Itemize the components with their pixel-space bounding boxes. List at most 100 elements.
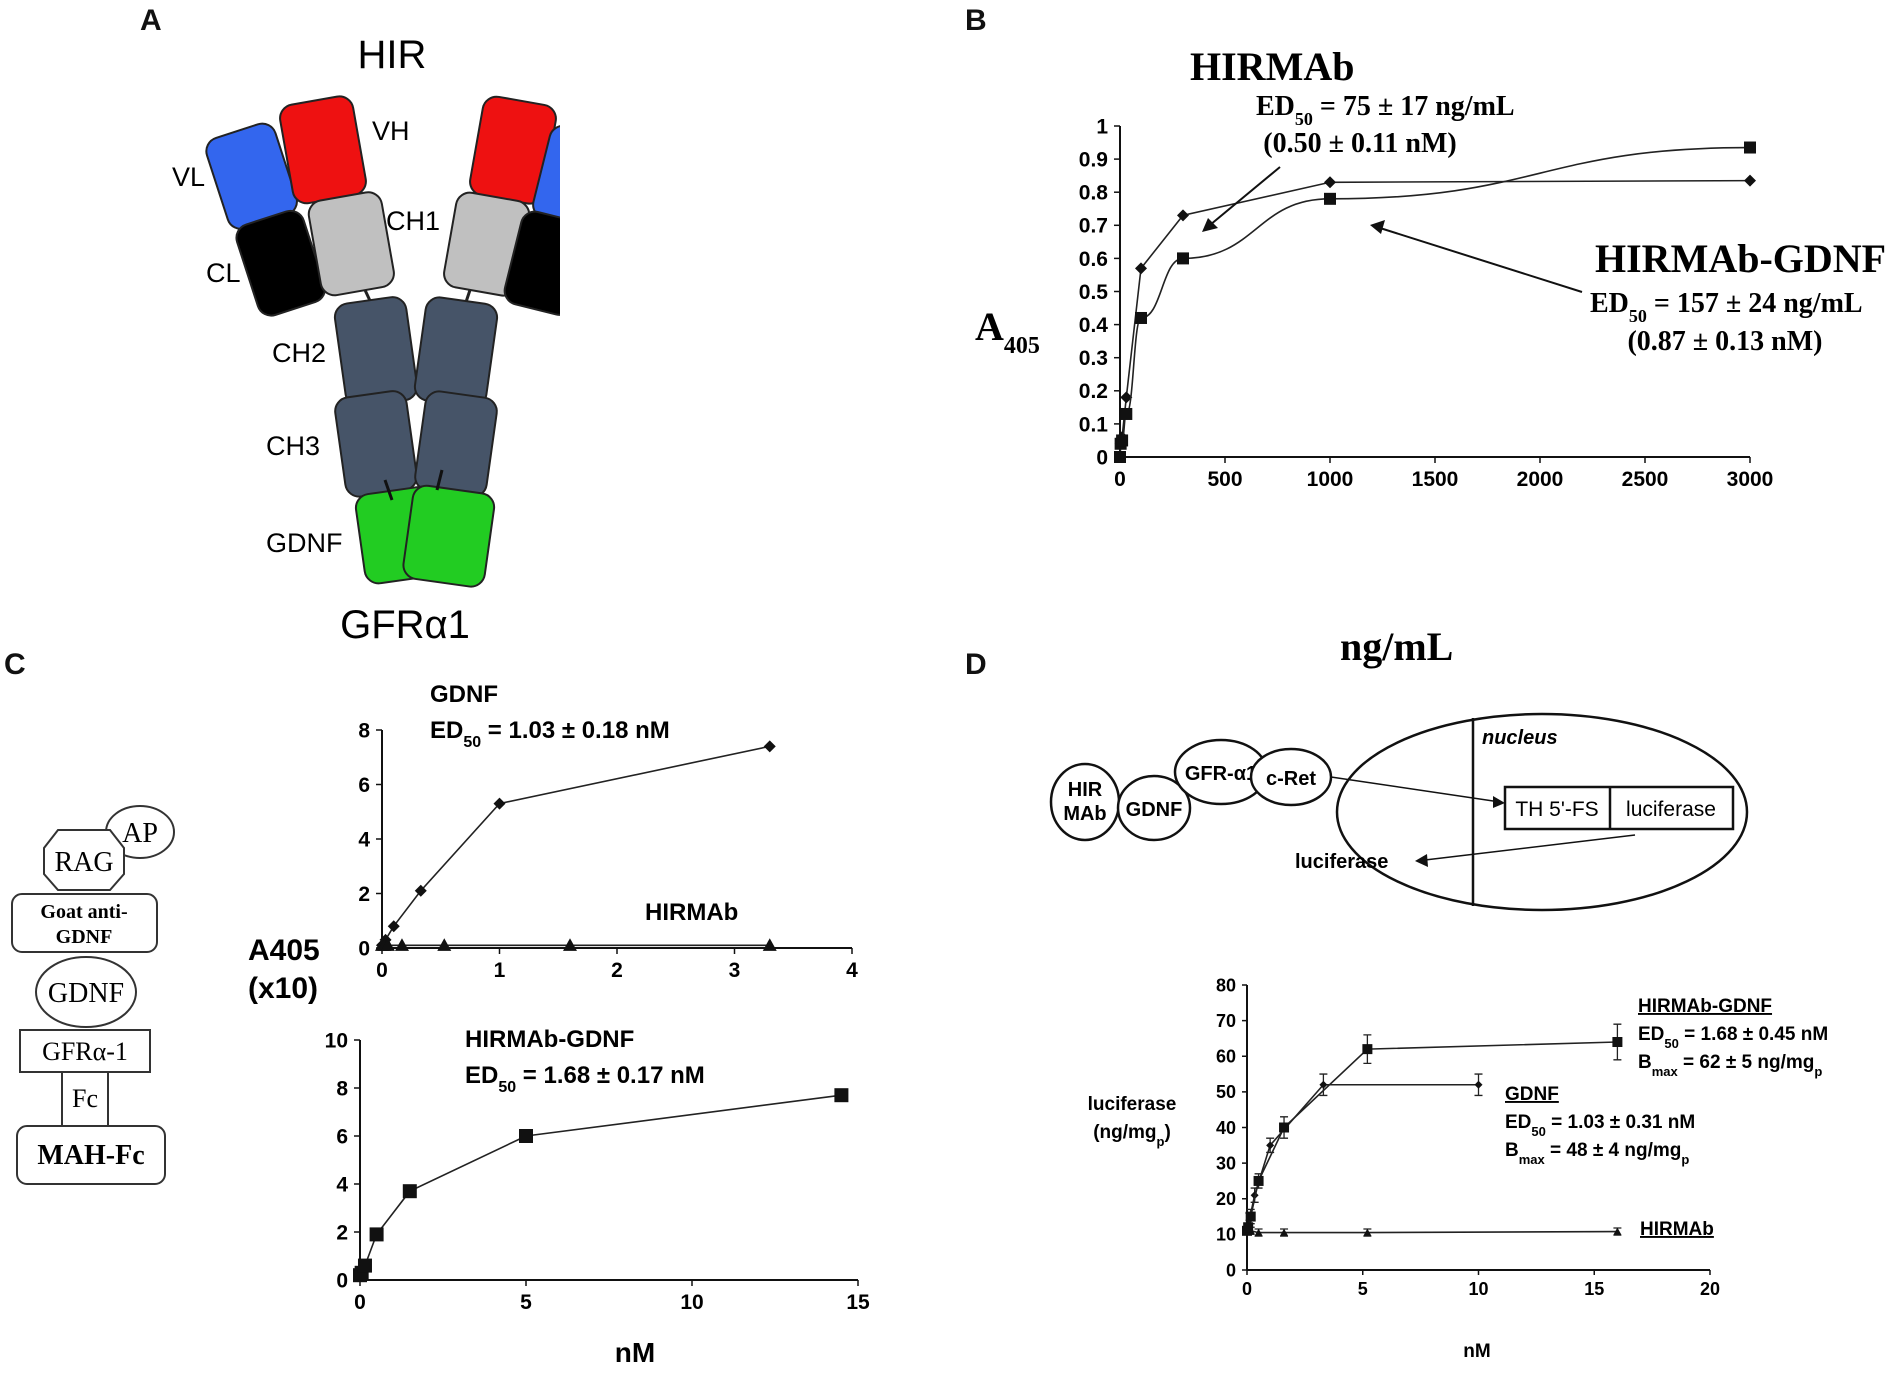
chart-d-x-tick-label: 5 bbox=[1358, 1279, 1368, 1299]
chart-d-gdnf-point bbox=[1474, 1080, 1483, 1089]
chart-b-hirmab-point bbox=[1177, 209, 1189, 222]
gdnf-ellipse bbox=[35, 956, 137, 1028]
label-vl: VL bbox=[172, 162, 205, 192]
linker-right bbox=[435, 469, 444, 491]
chart-b-y-tick-label: 0.7 bbox=[1079, 215, 1108, 238]
chart-b-x-tick-label: 3000 bbox=[1727, 468, 1774, 491]
chart-b-marks bbox=[1114, 141, 1756, 463]
mah-fc-label: MAH-Fc bbox=[37, 1140, 144, 1171]
chart-d-marks bbox=[1242, 1023, 1623, 1237]
chart-b-y-tick-label: 0.8 bbox=[1079, 182, 1109, 205]
rag-label: RAG bbox=[54, 847, 113, 878]
label-cl: CL bbox=[206, 258, 241, 288]
chart-b-x-tick-label: 1000 bbox=[1307, 468, 1354, 491]
chart-c-fusion-point bbox=[357, 1258, 372, 1273]
arrow-hirmab-head bbox=[1202, 218, 1218, 232]
chart-c-bottom-y-tick-label: 2 bbox=[336, 1221, 348, 1244]
chart-d-x-tick-label: 10 bbox=[1468, 1279, 1488, 1299]
chart-d-x-tick-label: 15 bbox=[1584, 1279, 1604, 1299]
goat-anti-gdnf-box bbox=[11, 893, 158, 953]
chart-d-hirmab-line bbox=[1247, 1230, 1618, 1234]
chart-d-y-tick-label: 30 bbox=[1216, 1153, 1236, 1173]
chart-c-hirmab-point bbox=[380, 938, 395, 951]
panel-letter-b: B bbox=[965, 4, 987, 37]
chart-d-x-tick-label: 0 bbox=[1242, 1279, 1252, 1299]
chart-b-y-tick-label: 0.3 bbox=[1079, 347, 1108, 370]
ch2-domain-left bbox=[333, 296, 419, 408]
gfr-box bbox=[19, 1029, 151, 1073]
chart-c-gdnf-point bbox=[493, 797, 506, 810]
chart-d-fusion-bmax: Bmax = 62 ± 5 ng/mgp bbox=[1638, 1052, 1822, 1079]
chart-d-xlabel: nM bbox=[1463, 1341, 1490, 1362]
chart-d-gdnf-title: GDNF bbox=[1505, 1084, 1559, 1105]
chart-c-bottom-x-tick-label: 10 bbox=[680, 1291, 703, 1314]
chart-d-fusion-point bbox=[1612, 1037, 1623, 1047]
chart-b-hirmab-nm: (0.50 ± 0.11 nM) bbox=[1263, 128, 1456, 159]
chart-b-fusion-point bbox=[1120, 407, 1133, 420]
ch3-domain-right bbox=[414, 390, 498, 498]
chart-b-fusion-point bbox=[1135, 311, 1147, 324]
chart-c-hirmab-point bbox=[762, 938, 777, 951]
gfra1-label: GFRα1 bbox=[340, 603, 470, 647]
chart-d-hirmab-point bbox=[1613, 1227, 1622, 1235]
chart-d-y-tick-label: 80 bbox=[1216, 975, 1236, 995]
chart-b-y-tick-label: 0 bbox=[1096, 446, 1108, 469]
rag-octagon bbox=[43, 829, 125, 891]
chart-c-fusion-point bbox=[834, 1088, 849, 1103]
chart-c-xlabel: nM bbox=[615, 1337, 655, 1368]
chart-b-y-tick-label: 0.6 bbox=[1079, 248, 1108, 271]
chart-d-y-tick-label: 20 bbox=[1216, 1189, 1236, 1209]
chart-c-top-x-tick-label: 4 bbox=[846, 959, 858, 982]
chart-b-hirmab-ed: ED50 = 75 ± 17 ng/mL bbox=[1256, 91, 1515, 129]
chart-b-fusion-ed: ED50 = 157 ± 24 ng/mL bbox=[1590, 288, 1863, 326]
chart-d-gdnf-line bbox=[1246, 1083, 1479, 1231]
ch2-domain-right bbox=[413, 296, 499, 408]
hirmab-label-2: MAb bbox=[1063, 803, 1106, 825]
chart-d-ylabel-1: luciferase bbox=[1088, 1094, 1177, 1115]
chart-c-bottom-ed: ED50 = 1.68 ± 0.17 nM bbox=[465, 1062, 705, 1096]
chart-b-y-tick-label: 0.1 bbox=[1079, 413, 1109, 436]
chart-c-top-x-tick-label: 0 bbox=[376, 959, 388, 982]
chart-c-top-y-tick-label: 0 bbox=[358, 937, 370, 960]
chart-c-bottom-x-tick-label: 15 bbox=[846, 1291, 870, 1314]
chart-c-top-y-tick-label: 8 bbox=[358, 719, 370, 742]
signal-arrow bbox=[1330, 776, 1501, 803]
label-ch1: CH1 bbox=[386, 206, 440, 236]
chart-d-fusion-point bbox=[1362, 1044, 1373, 1055]
chart-d-ylabel-2: (ng/mgp) bbox=[1093, 1122, 1171, 1149]
chart-d-hirmab-point bbox=[1363, 1228, 1372, 1236]
chart-b-fusion-point bbox=[1177, 252, 1189, 265]
signal-arrow-head bbox=[1493, 796, 1505, 808]
chart-b-x-tick-label: 0 bbox=[1114, 468, 1126, 491]
chart-c-fusion-point bbox=[402, 1184, 417, 1199]
chart-d-gdnf-point bbox=[1319, 1080, 1328, 1089]
hir-title: HIR bbox=[358, 33, 427, 77]
elisa-diagram: AP RAG Goat anti- GDNF GDNF GFRα-1 Fc MA… bbox=[11, 805, 175, 1185]
chart-c-marks bbox=[353, 740, 849, 1283]
chart-c-ylabel-1: A405 bbox=[248, 934, 320, 967]
chart-b-fusion-nm: (0.87 ± 0.13 nM) bbox=[1627, 326, 1822, 357]
gdnf-circle bbox=[1116, 774, 1192, 842]
chart-b-hirmab-point bbox=[1324, 176, 1336, 189]
chart-c-bottom-y-tick-label: 10 bbox=[325, 1029, 348, 1052]
hirmab-label-1: HIR bbox=[1068, 779, 1103, 801]
chart-d-fusion-line bbox=[1246, 1041, 1618, 1232]
mah-fc-box bbox=[16, 1125, 166, 1185]
chart-b-xlabel: ng/mL bbox=[1340, 624, 1453, 669]
chart-d-gdnf-bmax: Bmax = 48 ± 4 ng/mgp bbox=[1505, 1140, 1689, 1167]
chart-b-y-tick-label: 0.4 bbox=[1079, 314, 1109, 337]
chart-b-hirmab-point bbox=[1135, 262, 1147, 275]
vl-domain-right bbox=[532, 124, 560, 231]
chart-d-fusion-ed: ED50 = 1.68 ± 0.45 nM bbox=[1638, 1024, 1828, 1051]
ch3-domain-left bbox=[334, 390, 418, 498]
chart-d-fusion-title: HIRMAb-GDNF bbox=[1638, 996, 1772, 1017]
chart-b-x-tick-label: 2000 bbox=[1517, 468, 1564, 491]
chart-d-y-tick-label: 40 bbox=[1216, 1118, 1236, 1138]
chart-b-fusion-point bbox=[1324, 192, 1336, 205]
chart-d-hirmab-point bbox=[1280, 1228, 1289, 1236]
panel-letter-d: D bbox=[965, 648, 987, 681]
gfr-label: GFRα-1 bbox=[42, 1037, 128, 1066]
chart-d-fusion-point bbox=[1245, 1211, 1256, 1222]
